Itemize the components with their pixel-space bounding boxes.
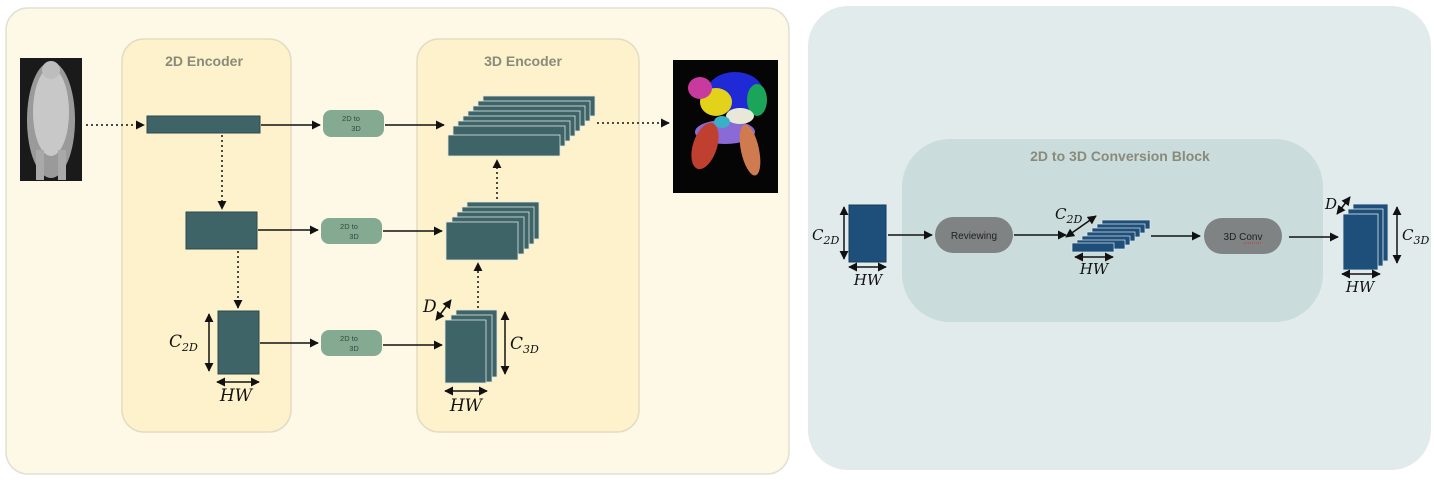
c2d-label: C2D bbox=[169, 332, 198, 354]
hw-label-2d: HW bbox=[219, 386, 254, 406]
conv-input-2d-feature bbox=[848, 204, 887, 263]
encoder-2d-title: 2D Encoder bbox=[165, 53, 243, 69]
conv-stack-c2d-arrow bbox=[1065, 215, 1097, 238]
c3d-label: C3D bbox=[510, 334, 539, 356]
output-segmentation-image bbox=[673, 60, 778, 193]
svg-text:2D to: 2D to bbox=[340, 222, 358, 231]
hw-label-3d: HW bbox=[449, 396, 484, 416]
input-xray-image bbox=[20, 58, 82, 181]
conv-output-c3d-label: C3D bbox=[1402, 226, 1429, 247]
enc3d-volume-level2 bbox=[445, 201, 540, 261]
enc2d-feature-level1 bbox=[146, 115, 261, 134]
conversion-block-title: 2D to 3D Conversion Block bbox=[1030, 148, 1210, 164]
d-label-3d: D bbox=[422, 297, 437, 317]
conv-hw-label-input: HW bbox=[853, 271, 884, 289]
conv-stack-c2d-label: C2D bbox=[1055, 205, 1082, 226]
pill-2d-to-3d-level3: 2D to 3D bbox=[321, 330, 382, 356]
enc3d-volume-level3 bbox=[444, 309, 498, 384]
enc2d-feature-level2 bbox=[185, 211, 258, 250]
pill-2d-to-3d-level2: 2D to 3D bbox=[321, 218, 382, 244]
conv-stack-hw-label: HW bbox=[1079, 260, 1110, 278]
svg-text:3D: 3D bbox=[349, 344, 359, 353]
svg-text:Reviewing: Reviewing bbox=[951, 231, 997, 242]
conv-reshaped-stack bbox=[1071, 219, 1151, 253]
d-dimension-arrow-3d bbox=[435, 299, 452, 321]
conv-output-d-label: D bbox=[1324, 195, 1337, 213]
encoder-3d-title: 3D Encoder bbox=[484, 53, 562, 69]
conv-c2d-label: C2D bbox=[812, 226, 839, 247]
svg-text:2D to: 2D to bbox=[340, 334, 358, 343]
conv-output-hw-label: HW bbox=[1345, 278, 1376, 296]
svg-text:2D to: 2D to bbox=[342, 114, 360, 123]
svg-text:3D: 3D bbox=[351, 124, 361, 133]
svg-text:3D Conv: 3D Conv bbox=[1224, 232, 1263, 243]
enc3d-volume-level1 bbox=[447, 95, 596, 157]
reviewing-operation: Reviewing bbox=[935, 217, 1013, 253]
conv-output-d-arrow bbox=[1336, 196, 1351, 215]
conv-output-3d-volume bbox=[1342, 203, 1389, 271]
svg-text:3D: 3D bbox=[349, 232, 359, 241]
enc2d-feature-level3 bbox=[217, 310, 260, 375]
pill-2d-to-3d-level1: 2D to 3D bbox=[323, 110, 384, 137]
conv3d-operation: 3D Conv bbox=[1204, 218, 1282, 254]
